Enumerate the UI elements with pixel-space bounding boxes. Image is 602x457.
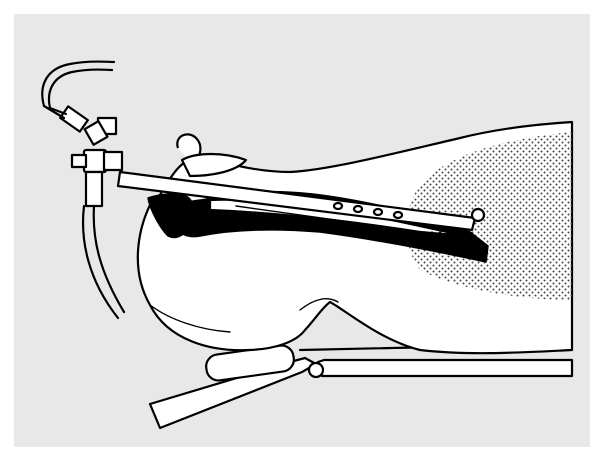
tubing [42,62,124,319]
operating-table [150,344,572,428]
connector-hub [60,106,122,206]
